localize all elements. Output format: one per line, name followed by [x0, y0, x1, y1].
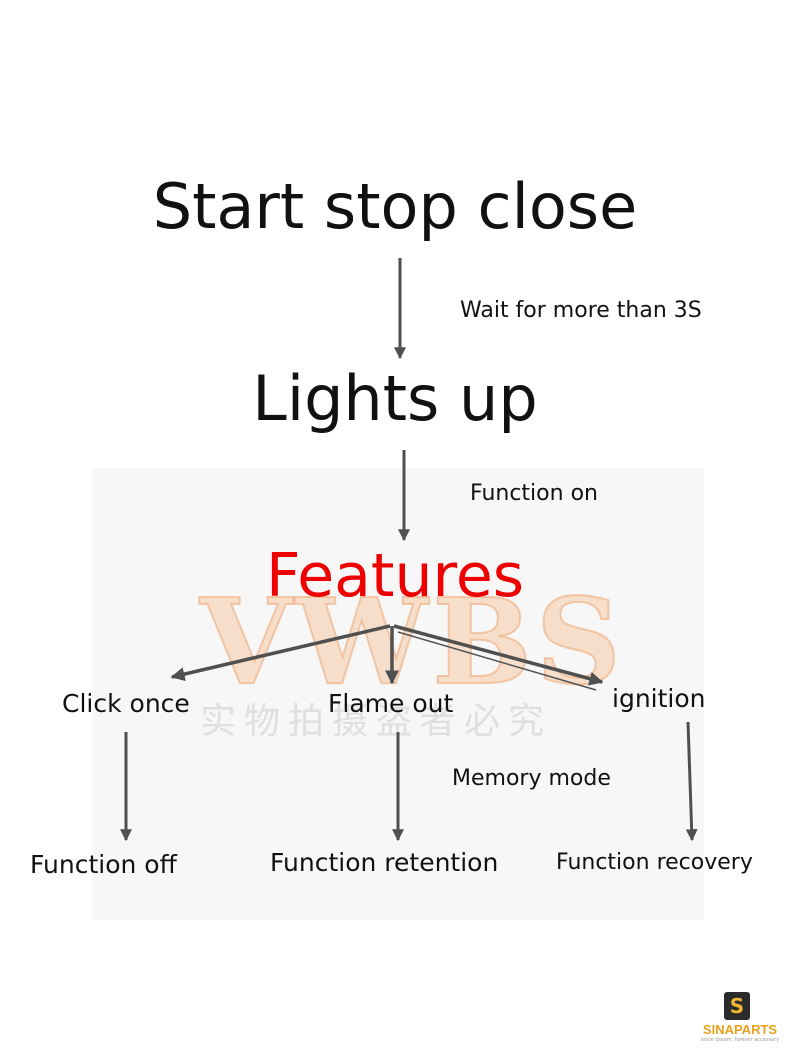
step-start-stop-close: Start stop close	[152, 170, 638, 243]
arrow-features-to-click-once	[170, 624, 391, 681]
arrow-features-to-ignition-outline	[397, 631, 597, 691]
watermark-chinese: 实物拍摄盗者必究	[200, 701, 553, 742]
logo-name: SINAPARTS	[702, 1022, 778, 1037]
diagram-background-panel	[92, 468, 704, 920]
outcome-function-recovery: Function recovery	[556, 850, 753, 875]
outcome-function-off: Function off	[30, 850, 177, 879]
step-features: Features	[266, 541, 524, 611]
sinaparts-logo: S SINAPARTS since dream. forever accesso…	[694, 992, 786, 1048]
branch-click-once: Click once	[62, 689, 190, 718]
outcome-function-retention: Function retention	[270, 848, 499, 877]
note-function-on: Function on	[470, 481, 598, 506]
branch-flame-out: Flame out	[328, 689, 454, 718]
note-memory-mode: Memory mode	[452, 766, 611, 791]
branch-ignition: ignition	[612, 684, 706, 713]
note-wait-3s: Wait for more than 3S	[460, 298, 702, 323]
arrow-ignition-to-recovery	[685, 721, 698, 842]
logo-tagline: since dream. forever accessory	[700, 1037, 780, 1043]
step-lights-up: Lights up	[252, 362, 538, 435]
arrow-features-to-ignition	[393, 624, 604, 686]
s-icon: S	[724, 992, 750, 1020]
watermark-brand: VWBS	[199, 571, 626, 712]
